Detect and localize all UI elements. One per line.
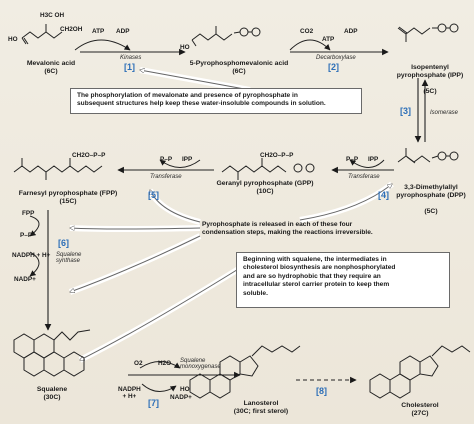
dpp-carbons: (5C): [424, 208, 438, 215]
fpp-structure: [13, 158, 103, 180]
step2-number: [2]: [328, 62, 339, 72]
ipp-carbons: (5C): [423, 88, 437, 95]
cholesterol-label: Cholesterol (27C): [380, 402, 460, 418]
cholesterol-name: Cholesterol: [401, 402, 439, 409]
pyrophosphomevalonic-carbons: (6C): [232, 68, 246, 75]
lanosterol-name: Lanosterol: [243, 400, 279, 407]
dpp-structure: [397, 148, 459, 164]
step3-number: [3]: [400, 106, 411, 116]
step5-cofactor-arrow: [159, 159, 201, 168]
cholesterol-carbons: (27C): [411, 410, 429, 417]
fpp-ch2o-pp: CH2O–P–P: [72, 152, 106, 159]
step7-enzyme: Squalene monoxygenase: [180, 358, 221, 370]
step4-enzyme: Transferase: [348, 174, 380, 180]
squalene-structure: [13, 329, 91, 377]
step7-number: [7]: [148, 398, 159, 408]
step6-ppi: P–P: [20, 232, 33, 239]
step6-nadp: NADP+: [14, 276, 36, 283]
step6-fpp: FPP: [22, 210, 35, 217]
gpp-label: Geranyl pyrophosphate (GPP) (10C): [210, 180, 320, 196]
step5-enzyme: Transferase: [150, 174, 182, 180]
squalene-carbons: (30C): [43, 394, 61, 401]
mevalonic-acid-name: Mevalonic acid: [26, 60, 76, 67]
step5-number: [5]: [148, 190, 159, 200]
ipp-name: Isopentenyl pyrophosphate (IPP): [396, 64, 464, 79]
step7-o2-arrow: [139, 361, 181, 369]
pyrophosphomevalonic-ho: HO: [180, 44, 190, 51]
step2-atp: ATP: [322, 36, 335, 43]
step1-cofactor-arrow: [74, 39, 131, 51]
pyrophosphate-note: Pyrophosphate is released in each of the…: [202, 221, 373, 237]
squalene-label: Squalene (30C): [12, 386, 92, 402]
pyrophosphate-callout-pointers: [68, 181, 394, 295]
step2-co2: CO2: [300, 28, 314, 35]
step7-nadph: NADPH + H+: [118, 386, 141, 400]
step6-nadph: NADPH + H+: [12, 252, 51, 259]
step5-ppi: P–P: [160, 156, 173, 163]
squalene-name: Squalene: [36, 386, 68, 393]
step2-enzyme: Decarboxylase: [316, 55, 356, 61]
pyrophosphomevalonic-label: 5-Pyrophosphomevalonic acid (6C): [184, 60, 294, 76]
step4-ipp: IPP: [368, 156, 379, 163]
step5-ipp: IPP: [182, 156, 193, 163]
step1-adp: ADP: [116, 28, 130, 35]
ipp-structure: [397, 23, 459, 42]
gpp-name: Geranyl pyrophosphate (GPP): [216, 180, 314, 187]
cholesterol-structure: [369, 345, 471, 399]
step4-number: [4]: [378, 190, 389, 200]
step4-ppi: P–P: [346, 156, 359, 163]
step7-nadph-arrow: [141, 383, 177, 392]
gpp-structure: [221, 158, 315, 180]
lanosterol-structure: [189, 345, 301, 399]
fpp-carbons: (15C): [59, 198, 77, 205]
lanosterol-carbons: (30C; first sterol): [233, 408, 289, 415]
mevalonic-carboxyl-oh: HO: [8, 36, 18, 43]
dpp-label: 3,3-Dimethylallyl pyrophosphate (DPP) (5…: [390, 176, 472, 224]
mevalonic-ch2oh: CH2OH: [60, 26, 83, 33]
mevalonic-acid-structure: [21, 24, 63, 45]
step7-h2o: H2O: [158, 360, 172, 367]
step6-enzyme: Squalene synthase: [56, 252, 82, 264]
mevalonic-acid-carbons: (6C): [44, 68, 58, 75]
ipp-label: Isopentenyl pyrophosphate (IPP) (5C): [388, 56, 472, 104]
step8-number: [8]: [316, 386, 327, 396]
step2-cofactor-arrow: [289, 39, 331, 51]
lanosterol-ho: HO: [180, 386, 190, 393]
fpp-name: Farnesyl pyrophosphate (FPP): [18, 190, 118, 197]
gpp-carbons: (10C): [256, 188, 274, 195]
lanosterol-label: Lanosterol (30C; first sterol): [216, 400, 306, 416]
dpp-name: 3,3-Dimethylallyl pyrophosphate (DPP): [396, 184, 466, 199]
step6-nadph-arrow: [29, 251, 40, 277]
step7-o2: O2: [134, 360, 143, 367]
step1-atp: ATP: [92, 28, 105, 35]
pyrophosphomevalonic-name: 5-Pyrophosphomevalonic acid: [189, 60, 289, 67]
step6-number: [6]: [58, 238, 69, 248]
step2-adp: ADP: [344, 28, 358, 35]
mevalonic-methyl-hydroxyl: H3C OH: [40, 12, 65, 19]
step3-enzyme: Isomerase: [430, 110, 459, 116]
fpp-label: Farnesyl pyrophosphate (FPP) (15C): [12, 190, 124, 206]
pyrophosphomevalonic-structure: [191, 26, 261, 47]
mevalonic-acid-label: Mevalonic acid (6C): [16, 60, 86, 76]
step6-fpp-arrow: [29, 215, 40, 237]
squalene-note: Beginning with squalene, the intermediat…: [236, 252, 450, 308]
step7-nadp: NADP+: [170, 394, 192, 401]
gpp-ch2o-pp: CH2O–P–P: [260, 152, 294, 159]
step1-number: [1]: [124, 62, 135, 72]
step4-cofactor-arrow: [349, 159, 385, 168]
step1-enzyme: Kinases: [120, 55, 142, 61]
phosphorylation-note: The phosphorylation of mevalonate and pr…: [70, 88, 362, 114]
